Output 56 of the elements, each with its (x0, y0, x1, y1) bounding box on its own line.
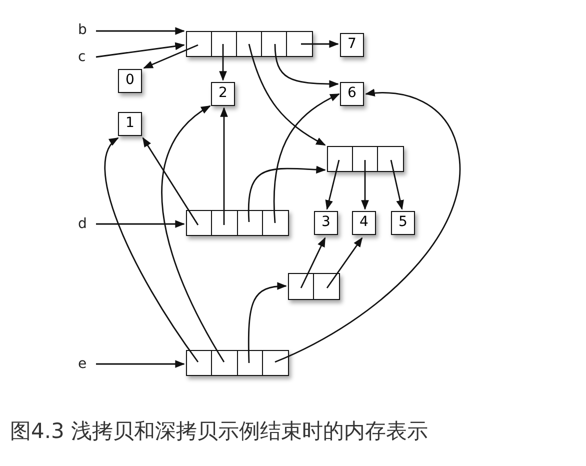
arrow (248, 282, 287, 364)
list-cell (261, 31, 288, 57)
list-cell (327, 146, 354, 172)
caption: 图4.3 浅拷贝和深拷贝示例结束时的内存表示 (10, 418, 428, 445)
arrow (220, 107, 228, 225)
arrow (326, 237, 363, 288)
arrow (248, 44, 326, 146)
list-block (186, 210, 289, 236)
arrow (301, 40, 339, 48)
arrow (248, 166, 326, 222)
value-box: 1 (118, 112, 142, 136)
list-cell (313, 273, 340, 300)
variable-label: c (78, 49, 86, 65)
list-cell (236, 31, 263, 57)
list-cell (186, 31, 213, 57)
list-block (327, 146, 404, 172)
list-block (186, 31, 313, 57)
arrow (104, 137, 199, 362)
arrow (274, 44, 339, 88)
arrow (390, 160, 404, 210)
list-cell (286, 31, 313, 57)
arrow (273, 93, 340, 224)
value-box: 7 (340, 33, 364, 57)
list-block (186, 350, 289, 376)
arrow (143, 44, 198, 69)
value-box: 5 (391, 211, 415, 235)
arrow (274, 89, 461, 363)
arrow (96, 360, 185, 368)
variable-label: b (78, 22, 87, 38)
list-cell (236, 350, 264, 376)
list-block (288, 273, 340, 300)
arrow (300, 237, 326, 288)
value-box: 6 (340, 82, 364, 106)
list-cell (262, 210, 289, 236)
list-cell (186, 350, 213, 376)
variable-label: e (78, 356, 87, 372)
list-cell (236, 210, 264, 236)
value-box: 3 (314, 211, 338, 235)
list-cell (352, 146, 379, 172)
arrow (361, 160, 369, 210)
list-cell (262, 350, 289, 376)
value-box: 2 (211, 82, 235, 106)
value-box: 0 (118, 69, 142, 93)
arrow (96, 27, 185, 35)
value-box: 4 (352, 211, 376, 235)
arrow (219, 44, 227, 81)
list-cell (211, 210, 238, 236)
arrow (96, 42, 185, 58)
list-cell (377, 146, 404, 172)
list-cell (211, 31, 238, 57)
variable-label: d (78, 216, 87, 232)
arrow (325, 160, 340, 210)
arrow (161, 105, 225, 362)
arrow (142, 137, 199, 226)
arrow (96, 220, 185, 228)
list-cell (211, 350, 238, 376)
